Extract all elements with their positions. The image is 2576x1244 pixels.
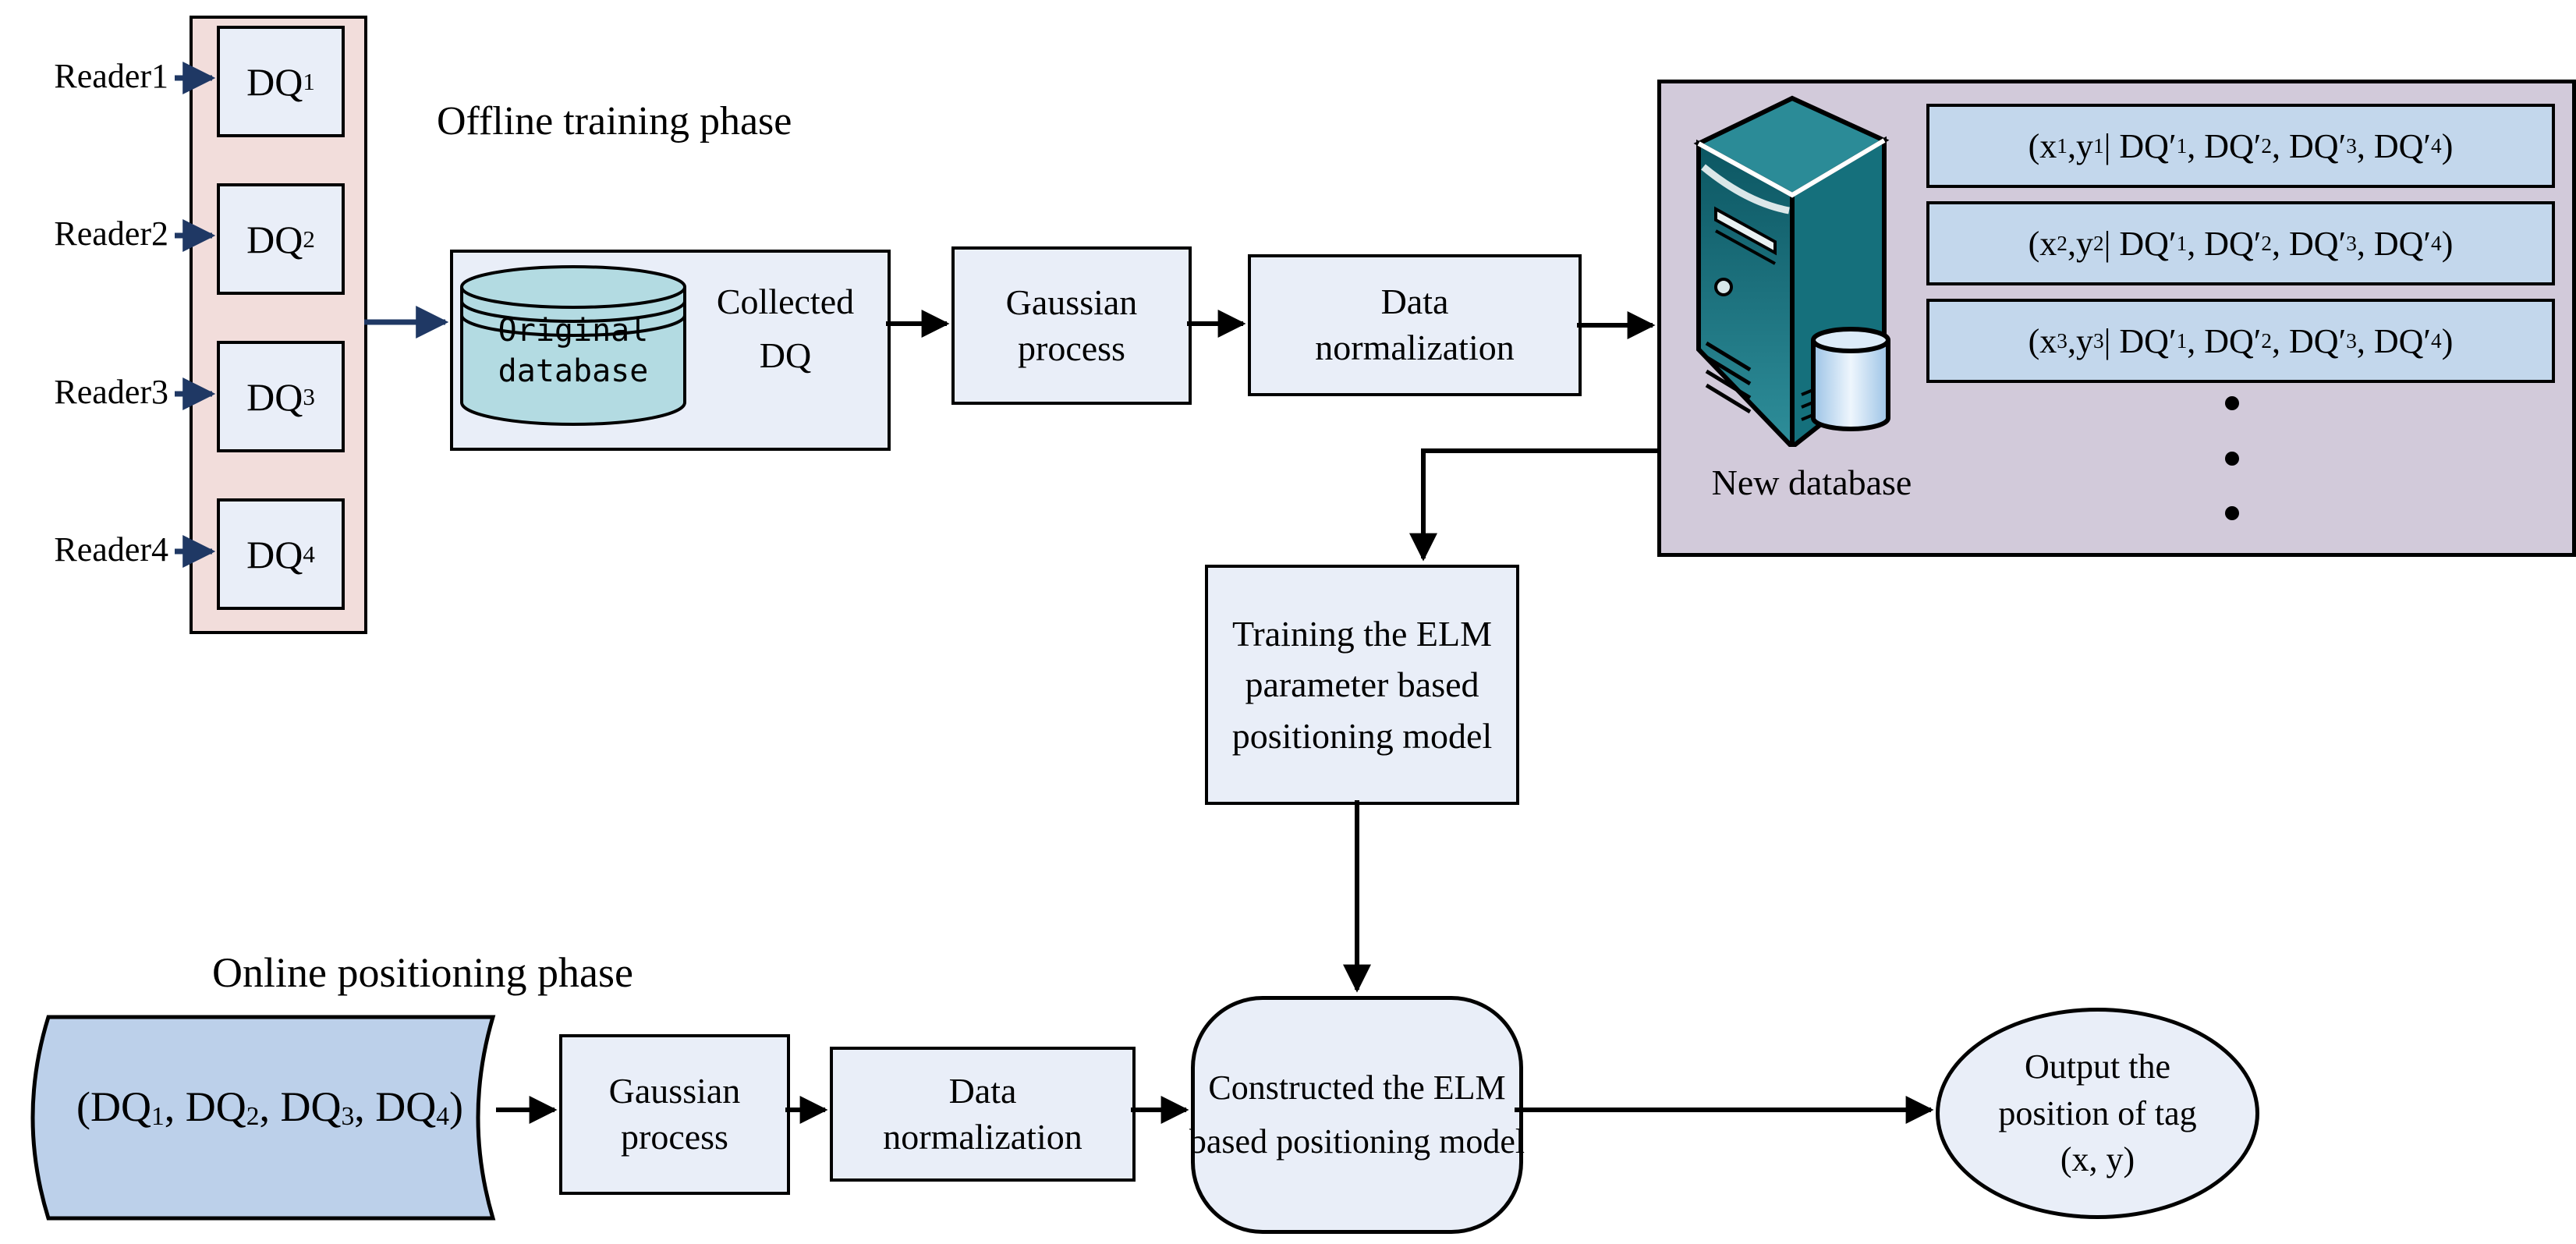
- training-elm-box: Training the ELM parameter based positio…: [1205, 565, 1519, 805]
- online-phase-title: Online positioning phase: [212, 949, 633, 996]
- newdb-to-training-elbow-arrow: [1409, 448, 1657, 562]
- reader4-label: Reader4: [54, 530, 168, 569]
- offline-phase-title: Offline training phase: [437, 99, 792, 144]
- data-normalization-box-online: Data normalization: [830, 1047, 1136, 1182]
- data-normalization-box-offline: Data normalization: [1248, 254, 1582, 396]
- reader1-label: Reader1: [54, 57, 168, 95]
- original-database-label: Original database: [498, 313, 649, 389]
- reader3-label: Reader3: [54, 373, 168, 411]
- collected-dq-label: Collected DQ: [716, 282, 855, 375]
- new-database-label: New database: [1711, 463, 1912, 502]
- online-input-label: (DQ1, DQ2, DQ3, DQ4): [76, 1083, 463, 1132]
- online-input-shape: [30, 1015, 496, 1221]
- gaussian-process-box-online: Gaussian process: [559, 1034, 790, 1195]
- constructed-elm-box: Constructed the ELM based positioning mo…: [1189, 996, 1525, 1234]
- server-icon: [1693, 95, 1890, 447]
- gaussian-process-box-offline: Gaussian process: [951, 246, 1192, 405]
- reader2-label: Reader2: [54, 214, 168, 253]
- output-position-ellipse: Output the position of tag (x, y): [1936, 1008, 2259, 1219]
- original-database-cylinder-icon: [460, 265, 686, 426]
